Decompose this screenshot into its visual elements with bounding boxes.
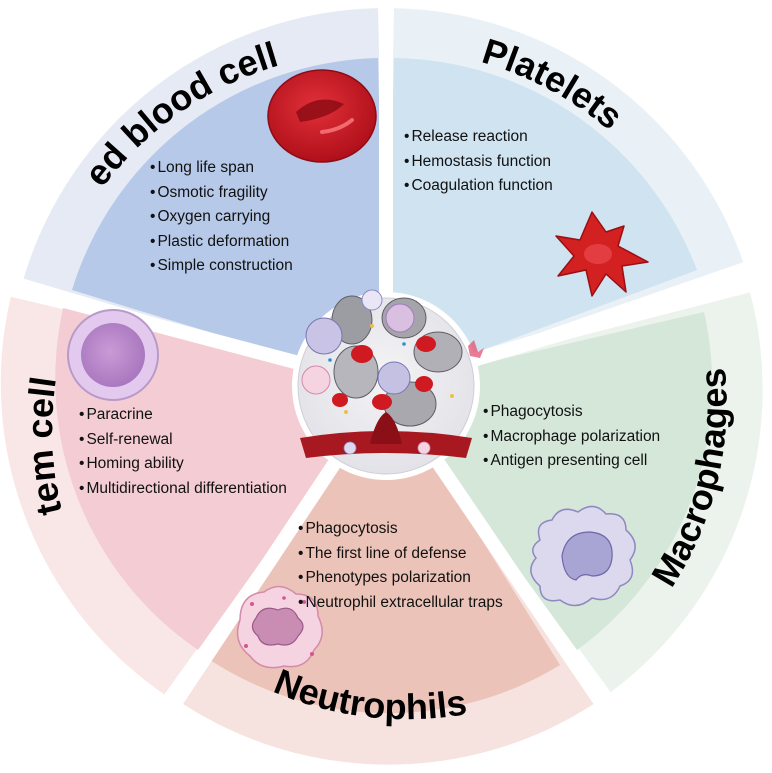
platelet-icon [555, 211, 649, 297]
rbc-small-icon [351, 345, 373, 363]
white-cell-icon [305, 317, 343, 355]
stem-cells-list: Paracrine Self-renewal Homing ability Mu… [79, 403, 287, 502]
macrophage-icon [530, 505, 636, 607]
list-item: The first line of defense [298, 542, 503, 567]
macrophages-list: Phagocytosis Macrophage polarization Ant… [483, 400, 660, 474]
center-illustration [292, 289, 484, 480]
red-blood-cells-list: Long life span Osmotic fragility Oxygen … [150, 156, 293, 279]
list-item: Simple construction [150, 254, 292, 279]
list-item: Osmotic fragility [150, 181, 293, 206]
list-item: Long life span [150, 156, 293, 181]
list-item: Oxygen carrying [150, 205, 293, 230]
red-blood-cell-icon [267, 69, 377, 163]
list-item: Release reaction [404, 125, 553, 150]
stem-cell-icon [67, 309, 159, 401]
list-item: Phagocytosis [483, 400, 660, 425]
platelets-list: Release reaction Hemostasis function Coa… [404, 125, 553, 199]
list-item: Coagulation function [404, 174, 552, 199]
neutrophils-list: Phagocytosis The first line of defense P… [298, 517, 503, 616]
list-item: Antigen presenting cell [483, 449, 660, 474]
list-item: Phagocytosis [298, 517, 503, 542]
list-item: Plastic deformation [150, 230, 293, 255]
list-item: Macrophage polarization [483, 425, 660, 450]
list-item: Paracrine [79, 403, 287, 428]
list-item: Phenotypes polarization [298, 566, 503, 591]
list-item: Homing ability [79, 452, 287, 477]
list-item: Self-renewal [79, 428, 287, 453]
list-item: Multidirectional differentiation [79, 477, 286, 502]
list-item: Hemostasis function [404, 150, 553, 175]
list-item: Neutrophil extracellular traps [298, 591, 502, 616]
